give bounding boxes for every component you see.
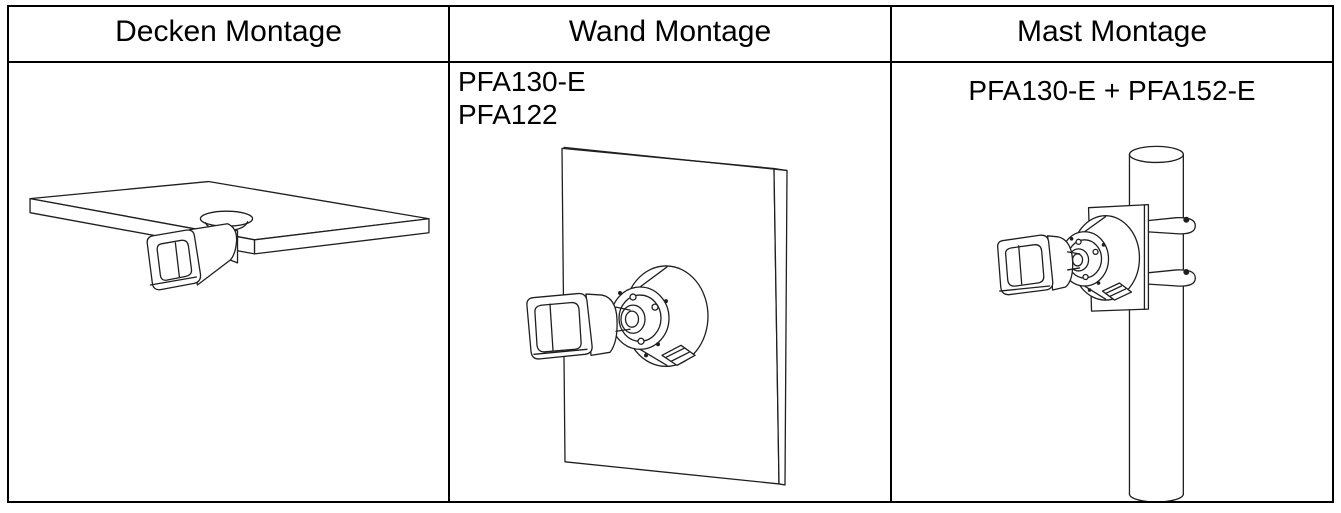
camera-body <box>1046 235 1074 291</box>
header-pole-mount-label: Mast Montage <box>1016 15 1208 48</box>
junction-box <box>610 265 709 368</box>
camera-front-face <box>1004 244 1045 287</box>
wall-mount-camera-diagram <box>526 146 788 486</box>
camera-hood-lip <box>999 285 1051 292</box>
cell-wall-mount: PFA130-E PFA122 <box>450 63 892 501</box>
ceiling-mount-camera-diagram <box>29 180 430 291</box>
camera-lens-line <box>549 303 554 351</box>
cell-ceiling-mount <box>9 63 450 501</box>
pole-straps <box>1145 216 1196 287</box>
camera-stem <box>615 306 631 332</box>
mount-options-table: Decken Montage Wand Montage Mast Montage <box>7 5 1334 503</box>
camera-body <box>188 223 238 286</box>
camera-body <box>585 293 618 356</box>
camera-hood-lip <box>533 348 588 355</box>
wall-mount-product-labels: PFA130-E PFA122 <box>458 65 586 131</box>
cell-pole-mount: PFA130-E + PFA152-E <box>892 63 1332 501</box>
bullet-camera <box>997 234 1081 296</box>
cable-gland <box>1101 282 1133 301</box>
camera-front-face <box>156 239 193 281</box>
product-label: PFA130-E <box>458 66 586 97</box>
camera-lens-line <box>174 242 181 278</box>
camera-stem <box>1066 251 1081 271</box>
header-wall-mount-label: Wand Montage <box>568 15 772 48</box>
bullet-camera <box>146 223 238 291</box>
pole-mount-product-label: PFA130-E + PFA152-E <box>968 75 1256 106</box>
header-pole-mount: Mast Montage <box>892 7 1332 63</box>
camera-front-face <box>534 301 582 353</box>
camera-hood-lip <box>149 276 198 286</box>
header-ceiling-mount: Decken Montage <box>9 7 450 63</box>
header-wall-mount: Wand Montage <box>450 7 892 63</box>
header-ceiling-mount-label: Decken Montage <box>115 15 342 48</box>
cable-gland <box>661 344 696 367</box>
junction-box <box>1059 215 1141 301</box>
pole <box>1128 145 1184 501</box>
bullet-camera <box>526 292 631 360</box>
pole-mount-camera-diagram <box>997 145 1196 501</box>
camera-lens-line <box>1018 245 1023 285</box>
product-label: PFA122 <box>458 99 558 130</box>
